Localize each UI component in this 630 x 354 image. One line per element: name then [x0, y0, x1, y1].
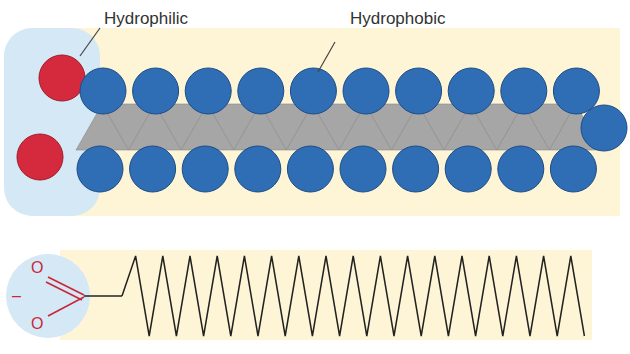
leader-line — [80, 28, 100, 56]
hydrogen-atom — [133, 68, 179, 114]
charge-label: – — [12, 288, 21, 304]
hydrogen-atom — [448, 68, 494, 114]
hydrogen-atom — [130, 146, 176, 192]
hydrogen-atom — [340, 146, 386, 192]
hydrogen-atom — [238, 68, 284, 114]
hydrogen-atom — [553, 68, 599, 114]
hydrogen-atom — [343, 68, 389, 114]
hydrogen-atom — [80, 68, 126, 114]
carbon-chain — [17, 55, 627, 192]
hydrogen-atom — [287, 146, 333, 192]
hydrogen-atom — [581, 105, 627, 151]
hydrogen-atom — [550, 146, 596, 192]
atom-label: O — [31, 316, 43, 332]
hydrogen-atom — [235, 146, 281, 192]
leader-line — [318, 42, 335, 72]
zigzag-chain — [122, 256, 584, 336]
hydrogen-atom — [396, 68, 442, 114]
hydrogen-atom — [290, 68, 336, 114]
atom-label: O — [31, 260, 43, 276]
hydrogen-atom — [393, 146, 439, 192]
oxygen-atom — [39, 55, 85, 101]
hydrogen-atom — [77, 146, 123, 192]
region-label: Hydrophobic — [350, 10, 445, 27]
oxygen-atom — [17, 134, 63, 180]
hydrogen-atom — [501, 68, 547, 114]
region-label: Hydrophilic — [104, 10, 188, 27]
hydrogen-atom — [182, 146, 228, 192]
hydrogen-atom — [185, 68, 231, 114]
hydrophobic-region — [55, 28, 620, 216]
carboxylate-bonds — [46, 277, 122, 316]
hydrogen-atom — [445, 146, 491, 192]
hydrophilic-region — [6, 254, 90, 338]
hydrogen-atom — [498, 146, 544, 192]
hydrophobic-region — [60, 250, 592, 340]
hydrocarbon-tail — [122, 256, 584, 336]
hydrophilic-region — [4, 28, 100, 216]
